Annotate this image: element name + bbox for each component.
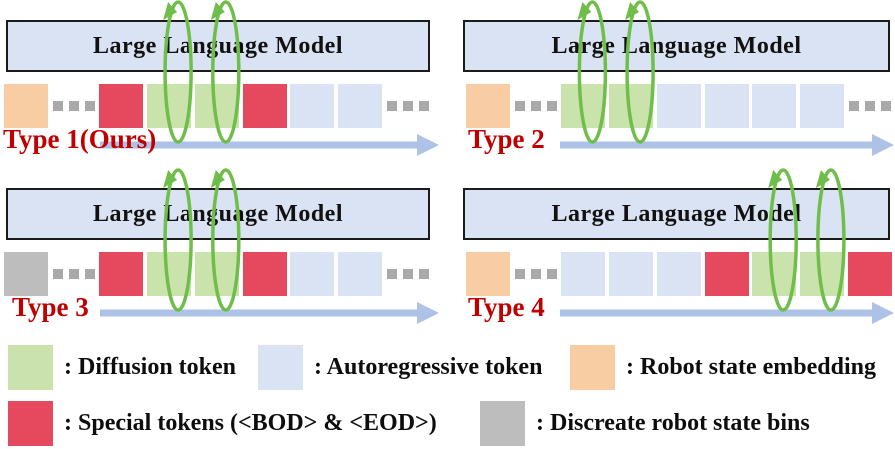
token-diffusion: [147, 84, 191, 128]
token-diffusion: [609, 84, 653, 128]
token-row: [448, 84, 895, 128]
special-tokens-swatch: [8, 401, 53, 446]
dot: [547, 101, 557, 111]
token-diffusion: [752, 252, 796, 296]
dot: [547, 269, 557, 279]
legend-item-autoregressive: : Autoregressive token: [258, 345, 542, 390]
ellipsis-dots: [514, 84, 558, 128]
llm-box: Large Language Model: [463, 20, 890, 72]
token-autoregressive: [657, 252, 701, 296]
token-autoregressive: [338, 84, 382, 128]
dot: [531, 101, 541, 111]
token-special: [99, 252, 143, 296]
dot: [53, 101, 63, 111]
token-autoregressive: [561, 252, 605, 296]
legend-label: : Robot state embedding: [626, 354, 876, 380]
legend-label: : Diffusion token: [64, 354, 237, 380]
token-autoregressive: [290, 252, 334, 296]
ellipsis-dots: [52, 252, 96, 296]
ellipsis-dots: [848, 84, 892, 128]
panel-label: Type 3: [12, 292, 89, 322]
token-robot-state: [466, 252, 510, 296]
token-autoregressive: [609, 252, 653, 296]
ellipsis-dots: [386, 252, 430, 296]
token-autoregressive: [657, 84, 701, 128]
token-diffusion: [561, 84, 605, 128]
token-row: [448, 252, 895, 296]
token-row: [0, 252, 448, 296]
panel-type-1: Large Language Model Type 1(Ours): [0, 0, 448, 168]
token-autoregressive: [705, 84, 749, 128]
ellipsis-dots: [52, 84, 96, 128]
ellipsis-dots: [514, 252, 558, 296]
llm-box: Large Language Model: [6, 188, 430, 240]
token-special: [99, 84, 143, 128]
legend-item-discrete-bins: : Discreate robot state bins: [480, 401, 810, 446]
dot: [85, 269, 95, 279]
dot: [69, 101, 79, 111]
legend-item-diffusion: : Diffusion token: [8, 345, 236, 390]
panel-label: Type 1(Ours): [3, 124, 157, 154]
llm-box: Large Language Model: [463, 188, 890, 240]
dot: [881, 101, 891, 111]
dot: [515, 269, 525, 279]
dot: [849, 101, 859, 111]
token-row: [0, 84, 448, 128]
panel-label: Type 4: [468, 292, 545, 322]
diffusion-token-swatch: [8, 345, 53, 390]
timeline-arrow-head: [872, 302, 894, 324]
ellipsis-dots: [386, 84, 430, 128]
token-diffusion: [195, 252, 239, 296]
dot: [403, 269, 413, 279]
token-special: [848, 252, 892, 296]
dot: [403, 101, 413, 111]
panel-type-2: Large Language Model Type 2: [448, 0, 895, 168]
llm-box: Large Language Model: [6, 20, 430, 72]
dot: [53, 269, 63, 279]
dot: [419, 269, 429, 279]
timeline-arrow-head: [417, 302, 439, 324]
token-autoregressive: [752, 84, 796, 128]
token-autoregressive: [338, 252, 382, 296]
legend-item-special-tokens: : Special tokens (<BOD> & <EOD>): [8, 401, 437, 446]
dot: [865, 101, 875, 111]
token-diffusion: [147, 252, 191, 296]
legend-label: : Discreate robot state bins: [536, 410, 810, 436]
timeline-arrow-head: [417, 134, 439, 156]
token-diffusion: [800, 252, 844, 296]
token-robot-state: [466, 84, 510, 128]
dot: [531, 269, 541, 279]
discrete-bins-swatch: [480, 401, 525, 446]
token-autoregressive: [800, 84, 844, 128]
dot: [515, 101, 525, 111]
panel-type-4: Large Language Model Type 4: [448, 168, 895, 336]
token-autoregressive: [290, 84, 334, 128]
timeline-arrow-head: [872, 134, 894, 156]
token-diffusion: [195, 84, 239, 128]
panel-type-3: Large Language Model Type 3: [0, 168, 448, 336]
token-special: [243, 252, 287, 296]
token-discrete-bins: [4, 252, 48, 296]
legend-item-robot-state: : Robot state embedding: [570, 345, 876, 390]
autoregressive-token-swatch: [258, 345, 303, 390]
dot: [69, 269, 79, 279]
legend-label: : Autoregressive token: [314, 354, 543, 380]
robot-state-swatch: [570, 345, 615, 390]
dot: [419, 101, 429, 111]
token-special: [705, 252, 749, 296]
panel-label: Type 2: [468, 124, 545, 154]
token-special: [243, 84, 287, 128]
dot: [85, 101, 95, 111]
dot: [387, 101, 397, 111]
dot: [387, 269, 397, 279]
token-robot-state: [4, 84, 48, 128]
legend-label: : Special tokens (<BOD> & <EOD>): [64, 410, 437, 436]
